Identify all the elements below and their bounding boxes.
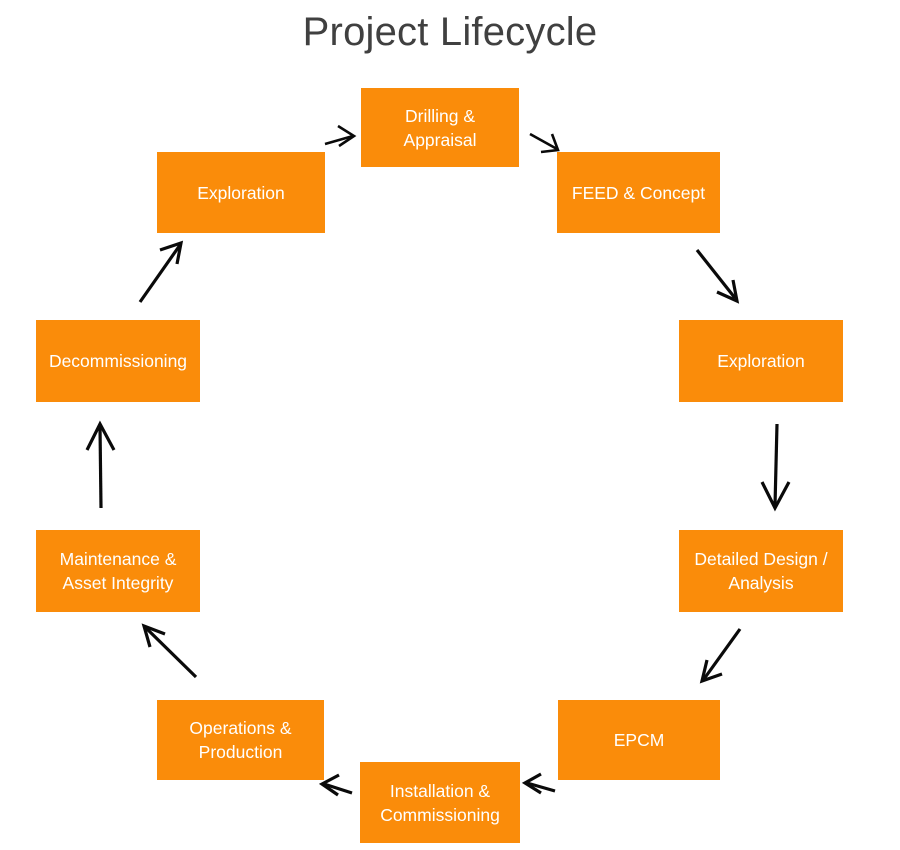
node-epcm[interactable]: EPCM <box>558 700 720 780</box>
page-title: Project Lifecycle <box>302 10 598 54</box>
node-exploration-left[interactable]: Exploration <box>157 152 325 233</box>
node-maintenance-asset-integrity[interactable]: Maintenance & Asset Integrity <box>36 530 200 612</box>
node-decommissioning[interactable]: Decommissioning <box>36 320 200 402</box>
connector-exploration-left-to-drilling <box>324 124 357 148</box>
node-exploration-right[interactable]: Exploration <box>679 320 843 402</box>
connector-maintenance-to-decommissioning <box>85 420 116 509</box>
node-installation-commissioning[interactable]: Installation & Commissioning <box>360 762 520 843</box>
connector-feed-to-exploration-right <box>695 249 740 304</box>
connector-exploration-right-to-detailed-design <box>760 423 791 512</box>
node-operations-production[interactable]: Operations & Production <box>157 700 324 780</box>
node-detailed-design-analysis[interactable]: Detailed Design / Analysis <box>679 530 843 612</box>
connector-installation-to-operations <box>318 773 353 797</box>
connector-operations-to-maintenance <box>141 623 198 679</box>
connector-detailed-design-to-epcm <box>699 628 742 684</box>
connector-epcm-to-installation <box>521 772 556 795</box>
node-feed-concept[interactable]: FEED & Concept <box>557 152 720 233</box>
node-drilling-appraisal[interactable]: Drilling & Appraisal <box>361 88 519 167</box>
connector-decommissioning-to-exploration-left <box>138 240 184 303</box>
connector-drilling-to-feed <box>529 132 560 154</box>
